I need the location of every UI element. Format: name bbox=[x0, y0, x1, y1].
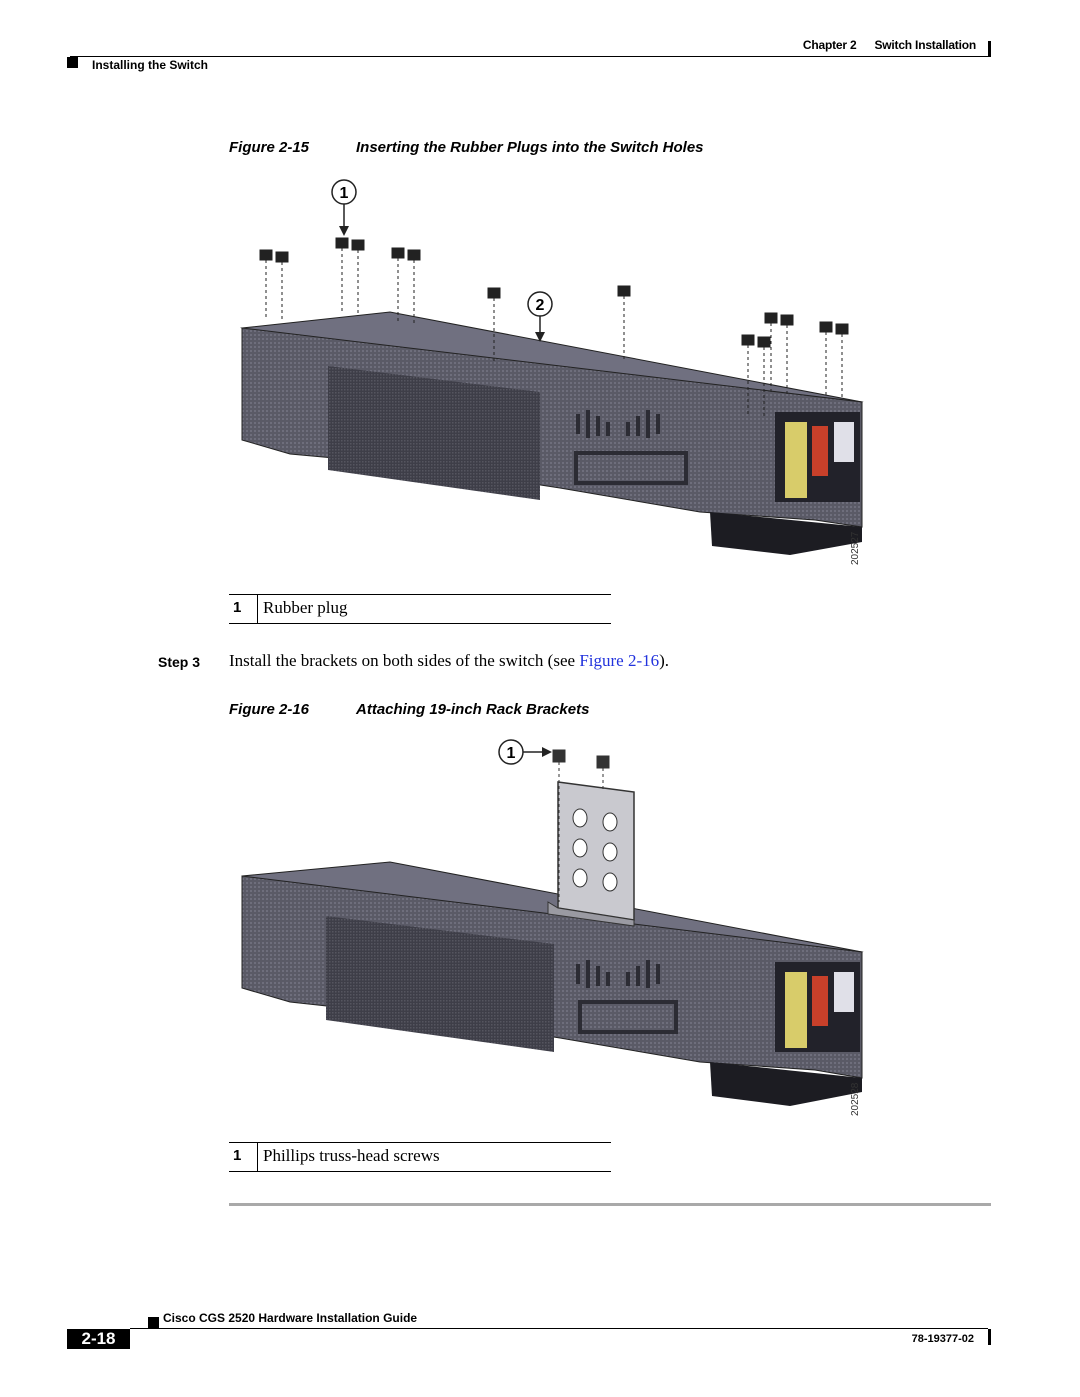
vent-panel bbox=[326, 916, 554, 1052]
truss-head-screws bbox=[552, 749, 610, 902]
legend-15-text: Rubber plug bbox=[263, 598, 348, 617]
figure-16-title: Attaching 19-inch Rack Brackets bbox=[356, 701, 590, 718]
art-id-16: 202528 bbox=[850, 1082, 861, 1116]
callout-1: 1 bbox=[331, 179, 357, 236]
rubber-plugs bbox=[259, 237, 849, 416]
footer-marker bbox=[148, 1317, 159, 1328]
section-title: Installing the Switch bbox=[92, 58, 209, 72]
header-rule bbox=[70, 56, 988, 57]
figure-15-illustration: 1 2 202527 bbox=[240, 179, 864, 565]
legend-16-text: Phillips truss-head screws bbox=[263, 1146, 440, 1165]
procedure-end-rule bbox=[229, 1203, 991, 1206]
step-text-before: Install the brackets on both sides of th… bbox=[229, 651, 580, 670]
svg-text:2: 2 bbox=[536, 297, 545, 314]
art-id-15: 202527 bbox=[850, 531, 861, 565]
legend-16-divider bbox=[257, 1143, 258, 1171]
chapter-number: Chapter 2 bbox=[802, 38, 857, 52]
svg-text:1: 1 bbox=[340, 185, 349, 202]
front-port-panel bbox=[775, 962, 860, 1052]
figure-15-title: Inserting the Rubber Plugs into the Swit… bbox=[356, 139, 704, 156]
step-text: Install the brackets on both sides of th… bbox=[229, 651, 669, 671]
step-text-after: ). bbox=[659, 651, 670, 670]
figure-16-caption: Figure 2-16 Attaching 19-inch Rack Bracke… bbox=[229, 701, 589, 718]
figure-15-number: Figure 2-15 bbox=[229, 139, 310, 156]
legend-15-number: 1 bbox=[233, 599, 242, 616]
step-label: Step 3 bbox=[158, 654, 201, 670]
legend-16-number: 1 bbox=[233, 1147, 242, 1164]
header-bar bbox=[988, 41, 991, 57]
running-header: Chapter 2 Switch Installation bbox=[803, 38, 976, 52]
cisco-logo bbox=[576, 960, 678, 1034]
header-marker bbox=[67, 57, 78, 68]
svg-text:1: 1 bbox=[507, 745, 516, 762]
callout-2: 2 bbox=[527, 291, 553, 342]
figure-16-illustration: 1 202528 bbox=[241, 739, 864, 1116]
chapter-title: Switch Installation bbox=[874, 38, 976, 52]
figure-16-number: Figure 2-16 bbox=[229, 701, 310, 718]
rack-bracket bbox=[547, 781, 635, 927]
guide-title: Cisco CGS 2520 Hardware Installation Gui… bbox=[163, 1311, 418, 1325]
legend-15-divider bbox=[257, 595, 258, 623]
doc-number: 78-19377-02 bbox=[911, 1333, 974, 1345]
switch-foot bbox=[710, 1062, 862, 1106]
front-port-panel bbox=[775, 412, 860, 502]
footer-rule bbox=[130, 1328, 988, 1329]
callout-1: 1 bbox=[498, 739, 552, 765]
page-number: 2-18 bbox=[67, 1329, 130, 1349]
vent-panel bbox=[328, 366, 540, 500]
figure-2-16-link[interactable]: Figure 2-16 bbox=[579, 651, 660, 670]
figure-15-legend: 1 Rubber plug bbox=[229, 594, 611, 624]
footer-bar bbox=[988, 1329, 991, 1345]
cisco-logo bbox=[574, 410, 688, 485]
figure-16-legend: 1 Phillips truss-head screws bbox=[229, 1142, 611, 1172]
figure-15-caption: Figure 2-15 Inserting the Rubber Plugs in… bbox=[229, 139, 704, 156]
switch-foot bbox=[710, 512, 862, 555]
